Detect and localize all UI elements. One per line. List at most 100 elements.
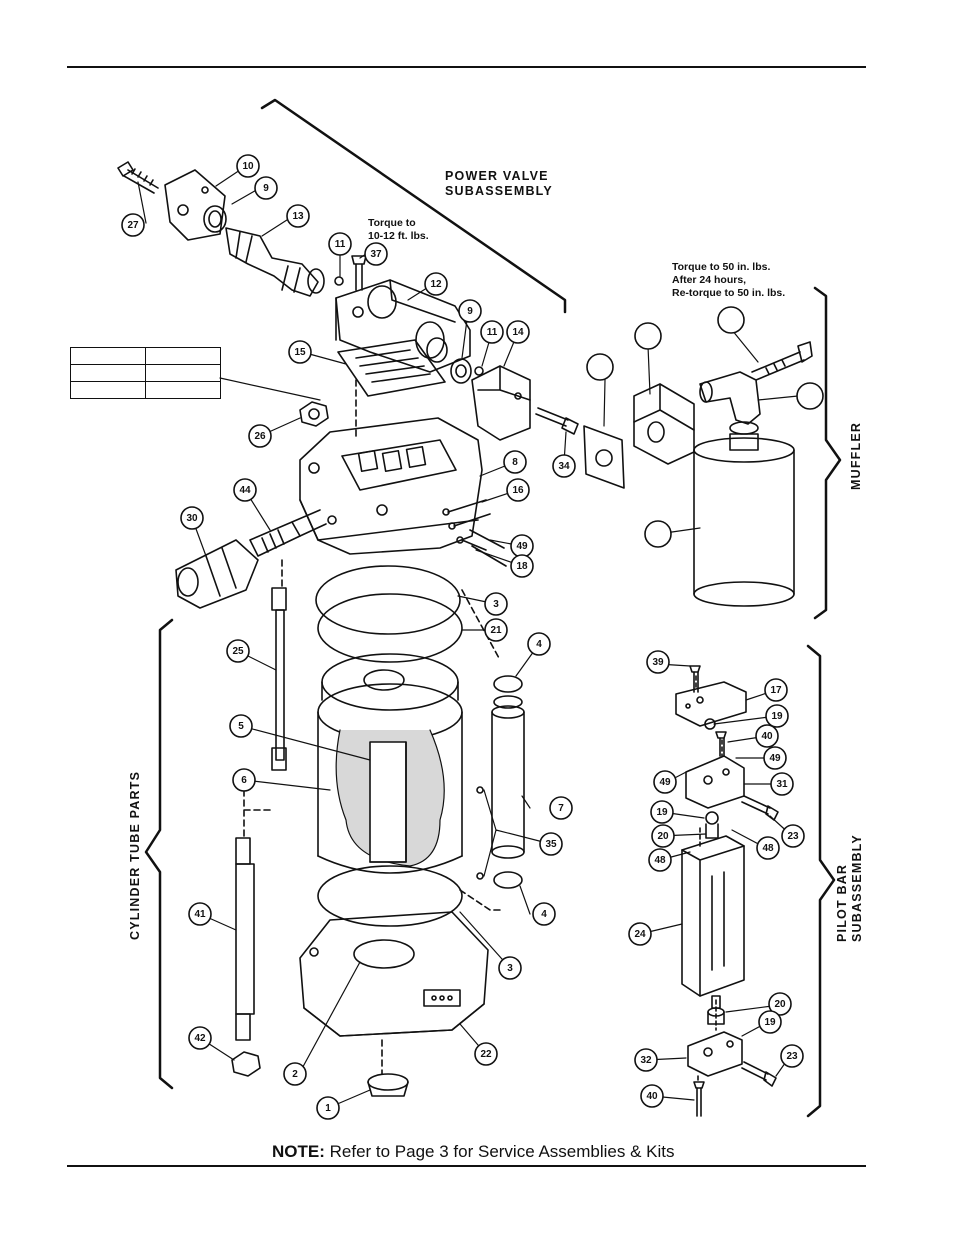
- tie-rod-41: [235, 837, 255, 1041]
- fitting-44: [249, 509, 327, 557]
- callout-circle-14: [506, 320, 530, 344]
- callout-number-39: 39: [652, 657, 664, 668]
- callout-number-4: 4: [536, 639, 542, 650]
- callout-number-7: 7: [558, 803, 564, 814]
- callout-number-37: 37: [370, 249, 382, 260]
- callout-circle-23: [781, 824, 805, 848]
- callout-number-20: 20: [774, 999, 786, 1010]
- callout-circle-34: [552, 454, 576, 478]
- footer-note: NOTE: Refer to Page 3 for Service Assemb…: [272, 1142, 675, 1162]
- callout-number-27: 27: [127, 220, 139, 231]
- callout-number-32: 32: [640, 1055, 652, 1066]
- gasket: [583, 425, 625, 489]
- pilot-dashed: [695, 675, 723, 1083]
- elbow: [699, 371, 761, 435]
- block-31: [685, 755, 745, 809]
- power-valve-bracket: [260, 98, 567, 314]
- power-valve-label-line2: SUBASSEMBLY: [445, 184, 553, 198]
- screw-34: [535, 407, 579, 435]
- adapter-block: [633, 383, 695, 465]
- muffler-body: [693, 433, 795, 607]
- callout-circle-7: [549, 796, 573, 820]
- callout-circle-35: [539, 832, 563, 856]
- callout-number-35: 35: [545, 839, 557, 850]
- callout-circle-40: [755, 724, 779, 748]
- screw-muffler: [751, 341, 813, 381]
- ring-35b: [476, 872, 484, 880]
- torque-note-valve-line2: 10-12 ft. lbs.: [368, 230, 429, 242]
- cylinder-head-8: [299, 417, 483, 555]
- callout-number-23: 23: [786, 1051, 798, 1062]
- note-text: Refer to Page 3 for Service Assemblies &…: [324, 1142, 675, 1161]
- callout-number-5: 5: [238, 721, 244, 732]
- valve-20a: [705, 811, 719, 839]
- fittings-16-49-18: [442, 499, 507, 567]
- top-rule: [67, 66, 866, 68]
- seal-9b: [450, 358, 472, 384]
- plug-1: [367, 1073, 409, 1097]
- pilot-bar-label-line1: PILOT BAR: [835, 864, 849, 942]
- callout-number-10: 10: [242, 161, 254, 172]
- callout-circle-25: [226, 639, 250, 663]
- callout-circle-13: [286, 204, 310, 228]
- tie-rod-25: [271, 587, 287, 771]
- callout-circle-12: [424, 272, 448, 296]
- coupler-30: [175, 539, 259, 609]
- cylinder-bracket: [144, 618, 174, 1090]
- callout-circle-8: [503, 450, 527, 474]
- screw-27: [117, 161, 159, 194]
- o-ring-4-bottom: [493, 871, 523, 889]
- callout-number-8: 8: [512, 457, 518, 468]
- callout-circle-6: [232, 768, 256, 792]
- callout-number-24: 24: [634, 929, 646, 940]
- cylinder-tube-label: CYLINDER TUBE PARTS: [128, 771, 142, 940]
- callout-circle-11: [480, 320, 504, 344]
- callout-circle-26: [248, 424, 272, 448]
- note-label: NOTE:: [272, 1142, 325, 1161]
- callout-number-22: 22: [480, 1049, 492, 1060]
- callout-empty-2: [634, 322, 662, 350]
- callout-circle-19: [650, 800, 674, 824]
- o-ring-21: [317, 593, 463, 663]
- callout-circle-11: [328, 232, 352, 256]
- callout-number-12: 12: [430, 279, 442, 290]
- seal-9: [203, 205, 227, 233]
- table-cell: [70, 347, 146, 365]
- torque-note-valve-line1: Torque to: [368, 217, 416, 229]
- callout-circle-15: [288, 340, 312, 364]
- callout-circle-20: [651, 824, 675, 848]
- callout-number-42: 42: [194, 1033, 206, 1044]
- callout-circle-9: [458, 299, 482, 323]
- callout-circle-18: [510, 554, 534, 578]
- callout-number-48: 48: [654, 855, 666, 866]
- callout-number-2: 2: [292, 1069, 298, 1080]
- sleeve-7: [491, 695, 525, 859]
- callout-circle-5: [229, 714, 253, 738]
- callout-number-19: 19: [764, 1017, 776, 1028]
- callout-number-1: 1: [325, 1103, 331, 1114]
- valve-body-12: [335, 279, 471, 373]
- callout-circle-21: [484, 618, 508, 642]
- callout-number-3: 3: [507, 963, 513, 974]
- callout-number-25: 25: [232, 646, 244, 657]
- torque-note-muffler-line3: Re-torque to 50 in. lbs.: [672, 287, 785, 299]
- ring-35a: [476, 786, 484, 794]
- callout-empty-5: [644, 520, 672, 548]
- table-cell: [145, 381, 221, 399]
- callout-circle-9: [254, 176, 278, 200]
- callout-circle-19: [765, 704, 789, 728]
- callout-circle-3: [498, 956, 522, 980]
- block-17: [675, 681, 747, 727]
- table-cell: [70, 381, 146, 399]
- callout-circle-1: [316, 1096, 340, 1120]
- callout-circle-27: [121, 213, 145, 237]
- callout-number-49: 49: [769, 753, 781, 764]
- callout-number-23: 23: [787, 831, 799, 842]
- torque-note-muffler-line1: Torque to 50 in. lbs.: [672, 261, 770, 273]
- cap-14: [471, 365, 531, 441]
- callout-circle-24: [628, 922, 652, 946]
- o-ring-3-bottom: [317, 865, 463, 927]
- o-ring-3-top: [315, 565, 461, 635]
- callout-number-31: 31: [776, 779, 788, 790]
- table-cell: [145, 364, 221, 382]
